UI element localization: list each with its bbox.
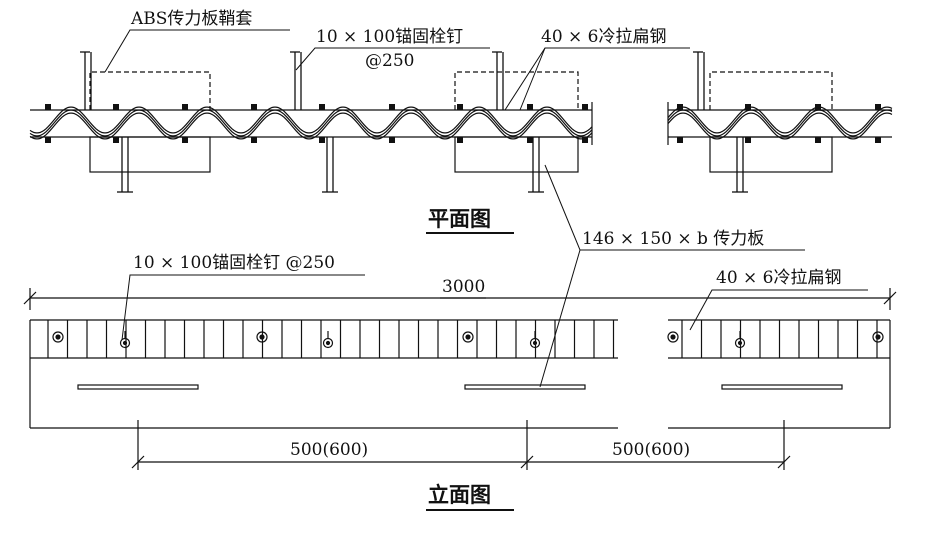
- bolt-head-top-4: [319, 104, 325, 110]
- dowel-plate-elev-1: [77, 384, 199, 390]
- bolt-head-bottom-1: [113, 137, 119, 143]
- label-flat-steel-elev: 40 × 6冷拉扁钢: [716, 268, 842, 288]
- label-flat-steel-plan: 40 × 6冷拉扁钢: [541, 27, 667, 47]
- abs-sleeve-3: [709, 71, 833, 173]
- abs-sleeve-1: [89, 71, 211, 173]
- wave-line-1-0: [667, 106, 893, 134]
- bolt-head-top-8: [582, 104, 588, 110]
- elevation-view: [23, 288, 897, 470]
- hole-center-4: [875, 334, 881, 340]
- bolt-head-bottom-7: [527, 137, 533, 143]
- dowel-plate-elev-2: [464, 384, 586, 390]
- bolt-head-top-10: [745, 104, 751, 110]
- wave-line-1-2: [667, 112, 893, 140]
- label-overall-length: 3000: [442, 277, 485, 297]
- bolt-head-top-11: [815, 104, 821, 110]
- hole-center-0: [55, 334, 61, 340]
- bolt-heads-plan: [45, 104, 881, 143]
- bolt-head-bottom-6: [457, 137, 463, 143]
- bolt-head-top-0: [45, 104, 51, 110]
- leader-anchor-bolt-plan: [295, 47, 490, 71]
- leader-flat-steel-elev: [689, 289, 868, 331]
- wave-line-1-1: [667, 109, 893, 137]
- bolt-head-bottom-2: [182, 137, 188, 143]
- hole-3: [667, 331, 679, 343]
- hole-center-1: [259, 334, 265, 340]
- bolt-head-bottom-4: [319, 137, 325, 143]
- hole-center-3: [670, 334, 676, 340]
- bolt-head-bottom-5: [389, 137, 395, 143]
- label-spacing-left: 500(600): [290, 440, 368, 460]
- wave-line-0-1: [29, 109, 593, 137]
- leader-dowel-plate-2: [539, 249, 581, 388]
- bolt-head-top-5: [389, 104, 395, 110]
- leader-anchor-bolt-elev: [121, 274, 365, 341]
- hole-4: [872, 331, 884, 343]
- bolt-head-top-12: [875, 104, 881, 110]
- label-abs-sleeve: ABS传力板鞘套: [130, 9, 252, 29]
- bolt-head-bottom-3: [251, 137, 257, 143]
- abs-sleeve-2: [454, 71, 579, 173]
- bolt-head-top-7: [527, 104, 533, 110]
- hole-1: [256, 331, 268, 343]
- label-anchor-bolt-plan: 10 × 100锚固栓钉: [316, 27, 463, 47]
- bolt-head-bottom-0: [45, 137, 51, 143]
- bolt-head-bottom-12: [875, 137, 881, 143]
- anchor-bolt-center-1: [325, 340, 331, 346]
- flat-steel-ribs: [47, 320, 878, 358]
- plan-view: [29, 51, 893, 193]
- anchor-bolt-center-2: [532, 340, 538, 346]
- wave-line-0-2: [29, 112, 593, 140]
- bolt-head-top-1: [113, 104, 119, 110]
- hole-center-2: [465, 334, 471, 340]
- bolt-head-bottom-9: [677, 137, 683, 143]
- elev-leaders: [121, 274, 868, 341]
- break-mark-plan: [591, 102, 669, 145]
- plan-leaders: [104, 29, 805, 388]
- wave-line-0-0: [29, 106, 593, 134]
- leader-flat-steel-plan-2: [519, 47, 546, 111]
- anchor-stud-plan-down: [117, 137, 748, 193]
- label-spacing-right: 500(600): [612, 440, 690, 460]
- label-dowel-plate: 146 × 150 × b 传力板: [582, 229, 764, 249]
- plan-title: 平面图: [428, 206, 491, 231]
- label-anchor-bolt-plan-spacing: @250: [365, 51, 414, 71]
- leader-abs-sleeve: [104, 29, 290, 73]
- bolt-head-bottom-11: [815, 137, 821, 143]
- anchor-bolt-center-0: [122, 340, 128, 346]
- label-anchor-bolt-elev: 10 × 100锚固栓钉 @250: [133, 253, 335, 273]
- anchor-stud-plan-up: [80, 51, 705, 110]
- hole-2: [462, 331, 474, 343]
- bolt-head-bottom-10: [745, 137, 751, 143]
- elevation-title: 立面图: [428, 482, 491, 507]
- bolt-head-bottom-8: [582, 137, 588, 143]
- bolt-head-top-3: [251, 104, 257, 110]
- bolt-head-top-2: [182, 104, 188, 110]
- wavy-dowel-plate: [29, 106, 893, 140]
- anchor-holes-elev: [52, 331, 884, 349]
- bolt-head-top-9: [677, 104, 683, 110]
- anchor-bolt-center-3: [737, 340, 743, 346]
- hole-0: [52, 331, 64, 343]
- dowel-plate-elev-3: [721, 384, 843, 390]
- bolt-head-top-6: [457, 104, 463, 110]
